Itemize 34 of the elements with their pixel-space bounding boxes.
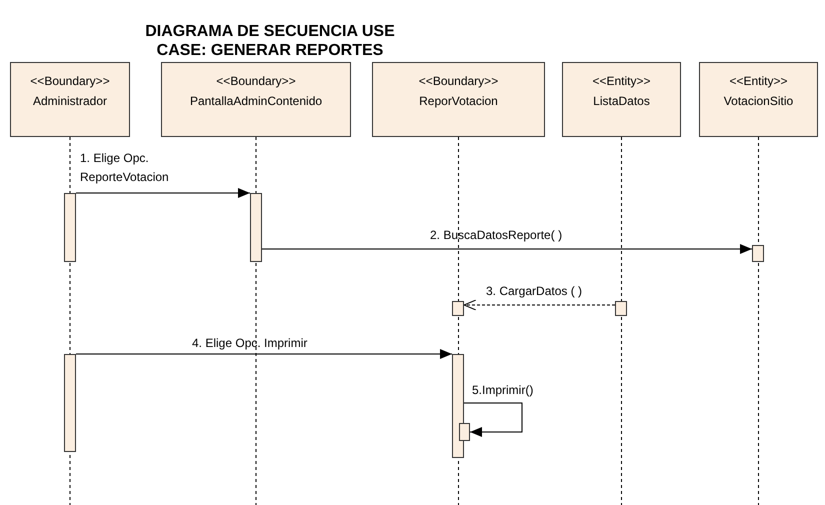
- message-label: 2. BuscaDatosReporte( ): [430, 227, 562, 244]
- activation-bar: [64, 354, 76, 452]
- object-name: VotacionSitio: [722, 93, 794, 110]
- lifeline-head-box: [161, 62, 351, 137]
- message-arrow: [76, 188, 250, 198]
- activation-bar: [452, 301, 464, 316]
- message-label: 5.Imprimir(): [472, 382, 534, 399]
- object-name: Administrador: [32, 93, 108, 110]
- lifeline-head-box: [562, 62, 681, 137]
- object-name: ReporVotacion: [418, 93, 499, 110]
- activation-bar: [250, 193, 262, 262]
- message-arrow: [262, 244, 752, 254]
- lifeline-head-box: [699, 62, 818, 137]
- activation-bar: [752, 245, 764, 262]
- stereotype-label: <<Entity>>: [728, 73, 789, 90]
- stereotype-label: <<Boundary>>: [29, 73, 111, 90]
- activation-bar: [64, 193, 76, 262]
- object-name: ListaDatos: [592, 93, 651, 110]
- stereotype-label: <<Entity>>: [591, 73, 652, 90]
- message-label: 1. Elige Opc. ReporteVotacion: [80, 150, 170, 186]
- lifeline-head-box: [372, 62, 545, 137]
- activation-bar: [452, 354, 464, 458]
- object-name: PantallaAdminContenido: [188, 93, 324, 110]
- diagram-title: DIAGRAMA DE SECUENCIA USE CASE: GENERAR REPORTES: [144, 22, 396, 60]
- message-arrow: [464, 300, 616, 310]
- stereotype-label: <<Boundary>>: [418, 73, 500, 90]
- activation-bar: [615, 301, 627, 316]
- message-label: 4. Elige Opc. Imprimir: [192, 335, 308, 352]
- message-arrow: [76, 349, 452, 359]
- message-arrow: [464, 402, 522, 437]
- activation-bar: [459, 423, 470, 441]
- stereotype-label: <<Boundary>>: [215, 73, 297, 90]
- message-label: 3. CargarDatos ( ): [486, 283, 582, 300]
- lifeline-head-box: [10, 62, 130, 137]
